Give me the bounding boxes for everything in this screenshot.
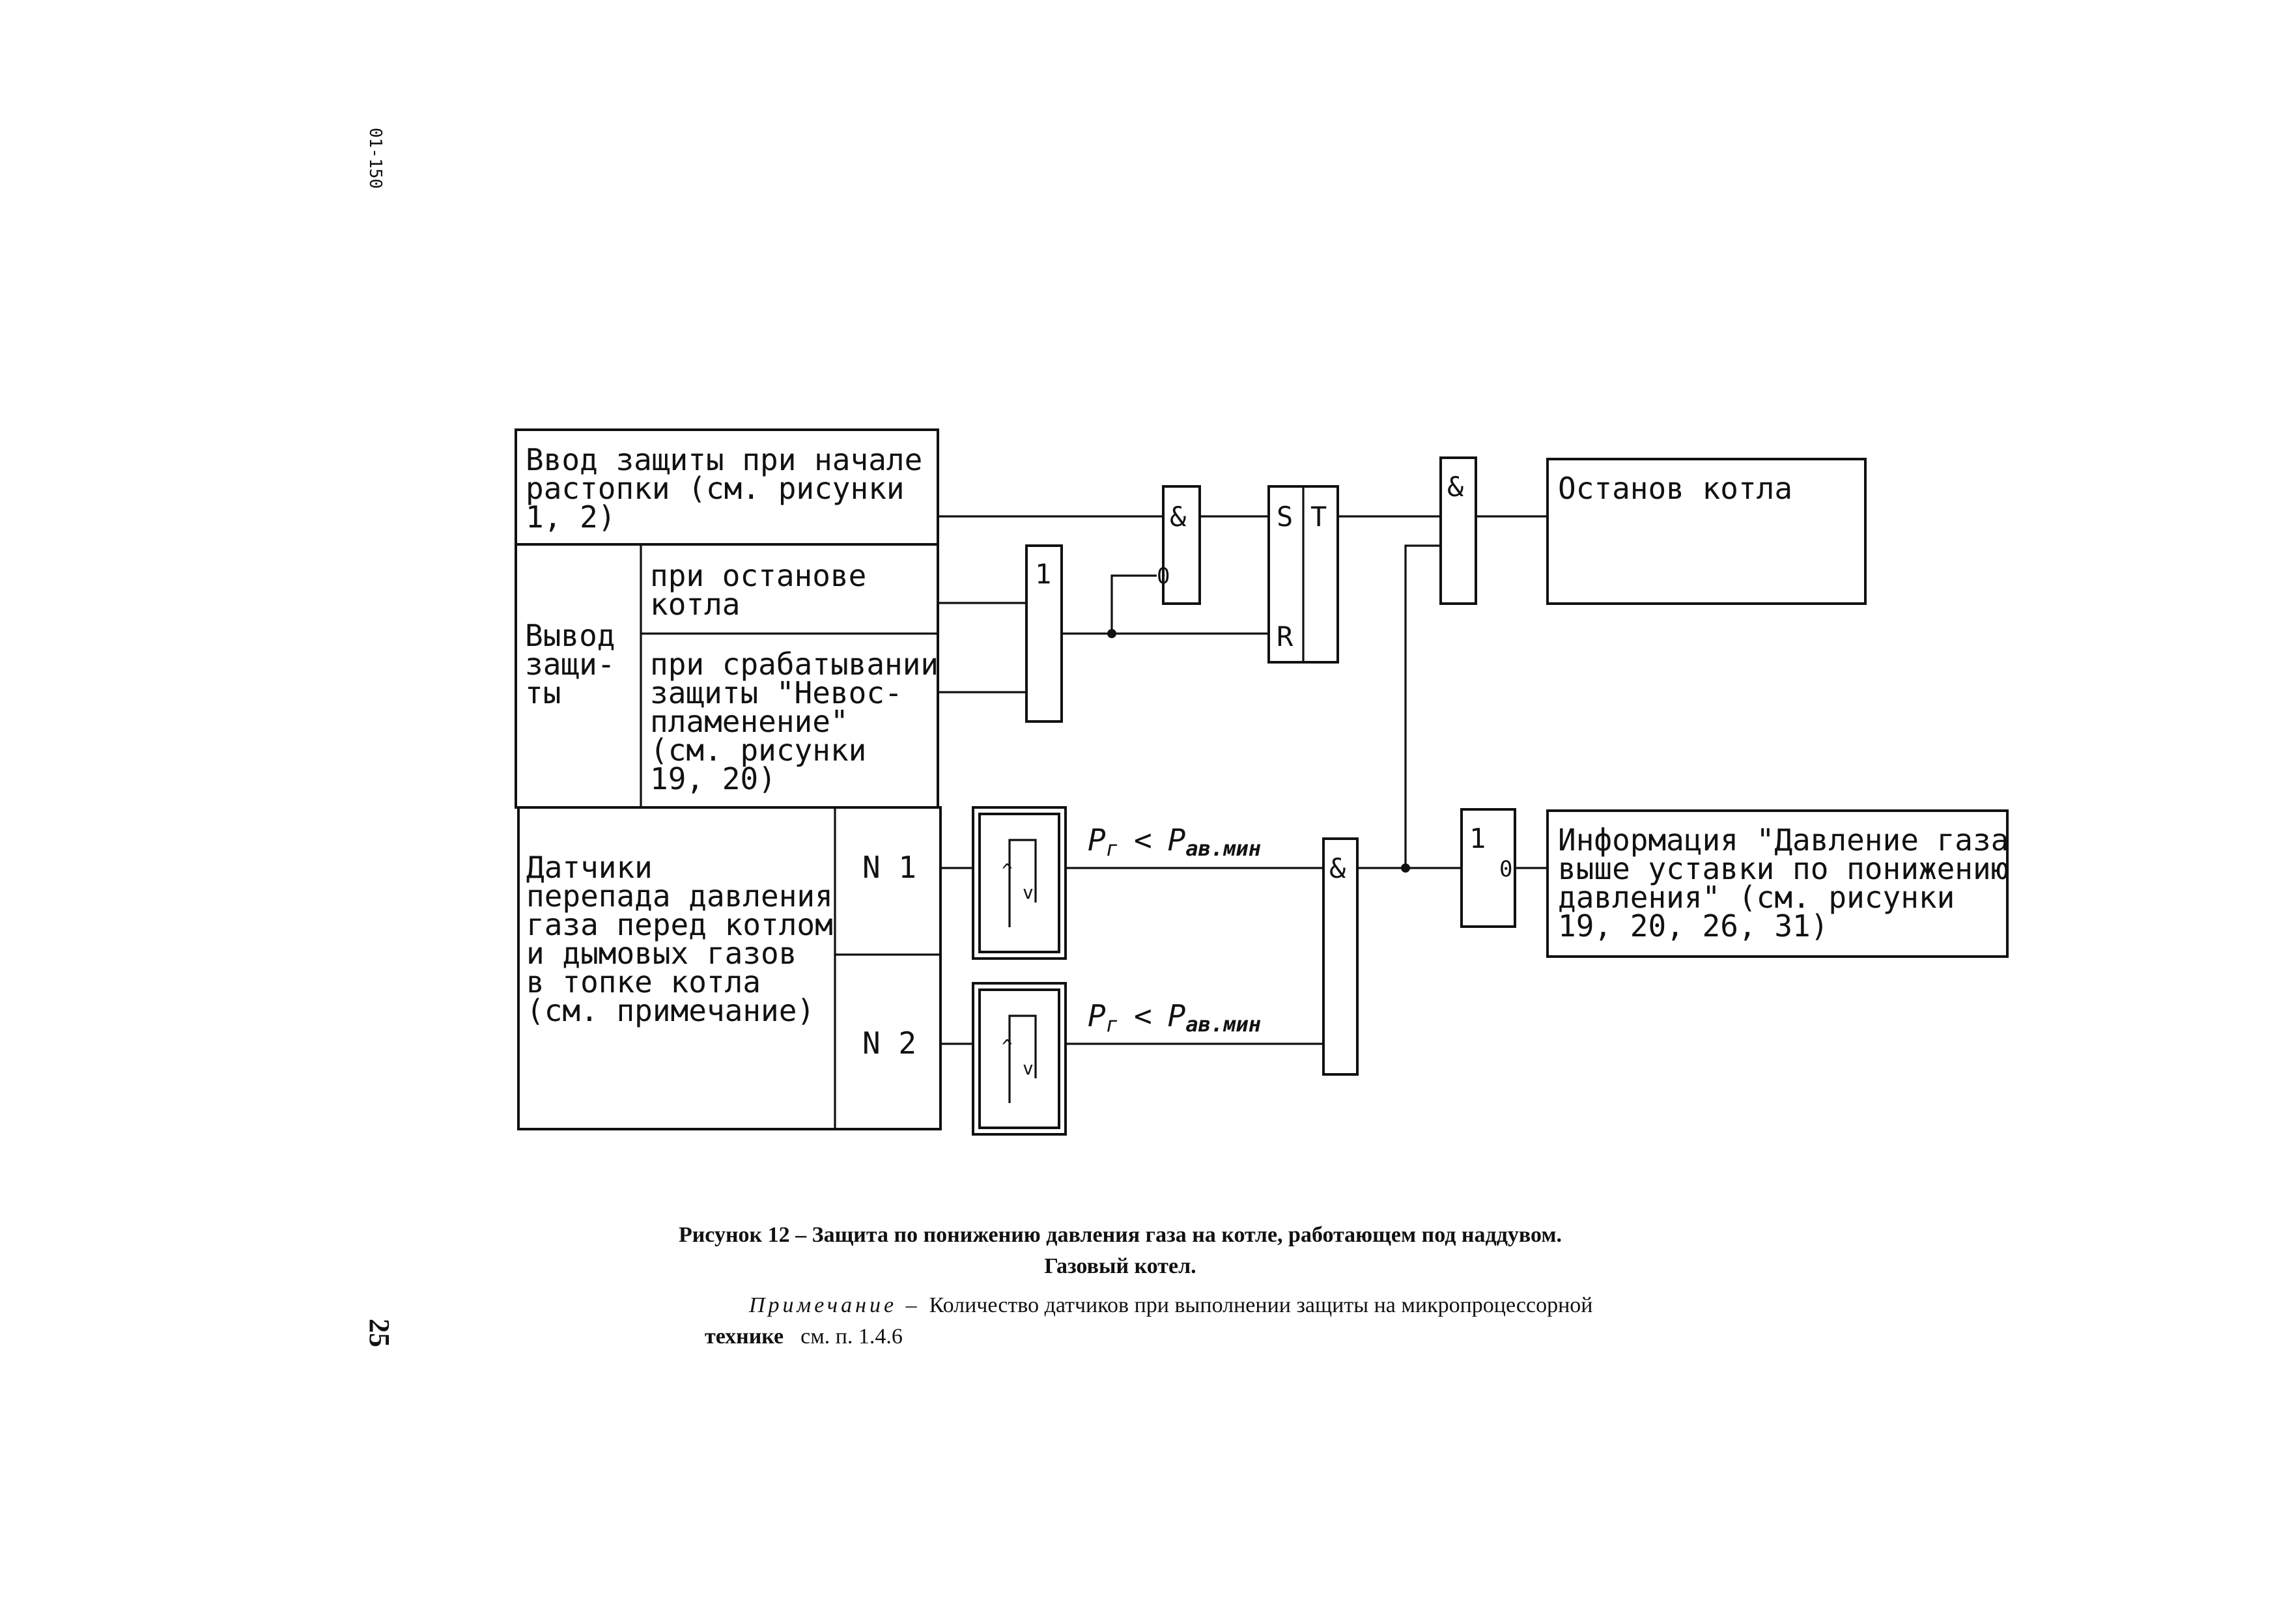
caption-line-2: Газовый котел. <box>1044 1254 1196 1278</box>
stop-boiler-output: Останов котла <box>1546 458 1867 605</box>
sr-trigger: S T R <box>1267 485 1339 664</box>
comparator-2-down: v <box>1023 1057 1034 1079</box>
stop-condition-text: при останове котла <box>650 558 884 622</box>
and-gate-3: & <box>1439 456 1477 605</box>
sensors-box <box>517 806 942 1130</box>
and-gate-3-symbol: & <box>1447 471 1464 503</box>
wire-branch-to-inverter <box>1110 574 1157 634</box>
trigger-r: R <box>1277 621 1293 652</box>
info-text: Информация "Давление газа выше уставки п… <box>1558 822 2027 944</box>
or-gate-2: 1 0 <box>1460 808 1516 928</box>
or-gate-1-symbol: 1 <box>1035 558 1051 590</box>
trigger-t: T <box>1310 501 1327 533</box>
output-box <box>515 543 939 809</box>
comparator-2: ^ v <box>972 982 1067 1136</box>
info-output: Информация "Давление газа выше уставки п… <box>1546 809 2027 958</box>
left-panel: Ввод защиты при начале растопки (см. рис… <box>515 428 957 1130</box>
sensor-2-label: N 2 <box>862 1026 916 1061</box>
comparator-2-up: ^ <box>1002 1035 1013 1057</box>
comparator-1: ^ v <box>972 806 1067 960</box>
trigger-s: S <box>1277 501 1293 533</box>
svg-text:Pг<Pав.мин: Pг<Pав.мин <box>1088 822 1261 861</box>
wire-bus-to-and3 <box>1404 544 1441 868</box>
or-gate-2-inverter: 0 <box>1499 856 1512 882</box>
start-input-box <box>515 428 939 546</box>
condition-label-2: Pг<Pав.мин <box>1088 998 1261 1037</box>
figure-caption: Рисунок 12 – Защита по понижению давлени… <box>679 1223 1593 1349</box>
wires <box>938 515 1548 1045</box>
junction-and2-output <box>1401 863 1410 873</box>
comparator-1-up: ^ <box>1002 860 1013 881</box>
and-gate-1: & 0 <box>1157 485 1201 605</box>
junction-or-output <box>1107 629 1116 638</box>
sensors-label: Датчики перепада давления газа перед кот… <box>526 850 851 1028</box>
side-code: 01-150 <box>365 128 385 189</box>
and-gate-2-symbol: & <box>1329 852 1346 884</box>
trip-condition-text: при срабатывании защиты "Невос- пламенен… <box>650 647 957 796</box>
caption-line-1: Рисунок 12 – Защита по понижению давлени… <box>679 1223 1562 1247</box>
caption-note-line: Примечание –Количество датчиков при выпо… <box>748 1293 1592 1317</box>
output-label: Вывод защи- ты <box>525 618 633 710</box>
and-gate-1-symbol: & <box>1170 501 1187 533</box>
and-gate-1-inverter: 0 <box>1157 563 1170 589</box>
and-gate-2: & <box>1322 837 1359 1076</box>
or-gate-2-symbol: 1 <box>1469 822 1486 854</box>
or-gate-1: 1 <box>1025 544 1063 723</box>
sensor-1-label: N 1 <box>862 850 916 885</box>
start-input-text: Ввод защиты при начале растопки (см. рис… <box>526 442 940 535</box>
stop-boiler-text: Останов котла <box>1558 471 1792 506</box>
condition-label-1: Pг<Pав.мин <box>1088 822 1261 861</box>
page-number: 25 <box>363 1319 395 1347</box>
svg-text:Pг<Pав.мин: Pг<Pав.мин <box>1088 998 1261 1037</box>
comparator-1-down: v <box>1023 882 1034 903</box>
